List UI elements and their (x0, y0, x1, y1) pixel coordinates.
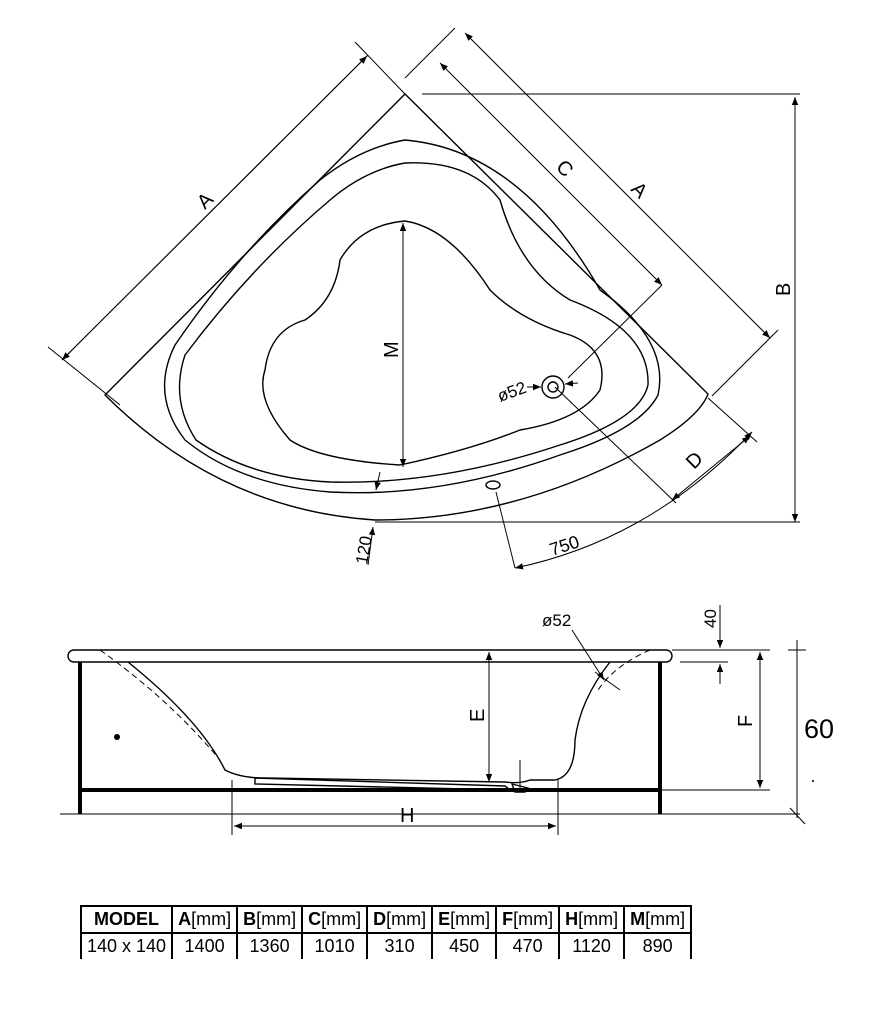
bathtub-rim-contour-2 (178, 162, 649, 483)
table-cell: 890 (623, 932, 693, 959)
top-view: A A C B M ø52 D 750 (47, 27, 800, 570)
dimension-40-label: 40 (701, 609, 720, 628)
header-unit: [mm] (386, 909, 427, 929)
header-unit: [mm] (513, 909, 554, 929)
dimension-h-label: H (400, 805, 414, 827)
header-key: A (178, 909, 192, 929)
bathtub-basin-profile (127, 661, 611, 784)
header-unit: [mm] (191, 909, 232, 929)
header-unit: [mm] (578, 909, 619, 929)
table-cell: 1120 (558, 932, 626, 959)
table-cell: 1400 (171, 932, 239, 959)
dimension-120-label: 120 (352, 534, 376, 565)
table-cell: 140 x 140 (79, 932, 174, 959)
side-view: E F 40 H ø52 60 (60, 605, 834, 835)
bathtub-outer-outline (104, 93, 709, 521)
bathtub-rim (67, 649, 673, 663)
table-header-e: E[mm] (431, 905, 498, 934)
drain-inner-circle (547, 381, 559, 393)
table-header-h: H[mm] (558, 905, 626, 934)
reference-dot (114, 734, 120, 740)
dimension-b-label: B (773, 283, 795, 296)
header-unit: [mm] (256, 909, 297, 929)
dimension-60-label: 60 (804, 714, 834, 744)
table-header-d: D[mm] (366, 905, 434, 934)
table-header-c: C[mm] (301, 905, 369, 934)
dimension-a-right-label: A (626, 178, 651, 203)
header-key: M (630, 909, 646, 929)
dimension-750-label: 750 (547, 531, 582, 559)
header-key: MODEL (94, 909, 160, 929)
table-header-model: MODEL (79, 905, 174, 934)
table-cell: 450 (431, 932, 498, 959)
table-cell: 310 (366, 932, 434, 959)
overflow-diameter-label: ø52 (542, 611, 571, 630)
table-header-m: M[mm] (623, 905, 693, 934)
technical-drawing: A A C B M ø52 D 750 (47, 27, 834, 835)
table-cell: 470 (495, 932, 561, 959)
bathtub-basin (262, 220, 603, 466)
header-key: F (502, 909, 514, 929)
overflow-hole (485, 480, 501, 490)
table-header-a: A[mm] (171, 905, 239, 934)
drain-diameter-label: ø52 (495, 378, 529, 406)
header-key: B (243, 909, 257, 929)
dimension-a-left-label: A (193, 188, 218, 213)
dimension-e-label: E (467, 709, 489, 722)
header-unit: [mm] (450, 909, 491, 929)
header-key: D (373, 909, 387, 929)
table-header-b: B[mm] (236, 905, 304, 934)
dimension-f-label: F (735, 715, 757, 727)
dimension-m-label: M (381, 341, 403, 358)
drain-outer-circle (541, 375, 565, 399)
header-key: C (308, 909, 322, 929)
header-key: H (565, 909, 579, 929)
header-key: E (438, 909, 451, 929)
header-unit: [mm] (645, 909, 686, 929)
header-unit: [mm] (321, 909, 362, 929)
bathtub-rim-contour (163, 139, 661, 494)
table-header-f: F[mm] (495, 905, 561, 934)
table-cell: 1010 (301, 932, 369, 959)
dimension-d-label: D (682, 448, 708, 474)
table-cell: 1360 (236, 932, 304, 959)
